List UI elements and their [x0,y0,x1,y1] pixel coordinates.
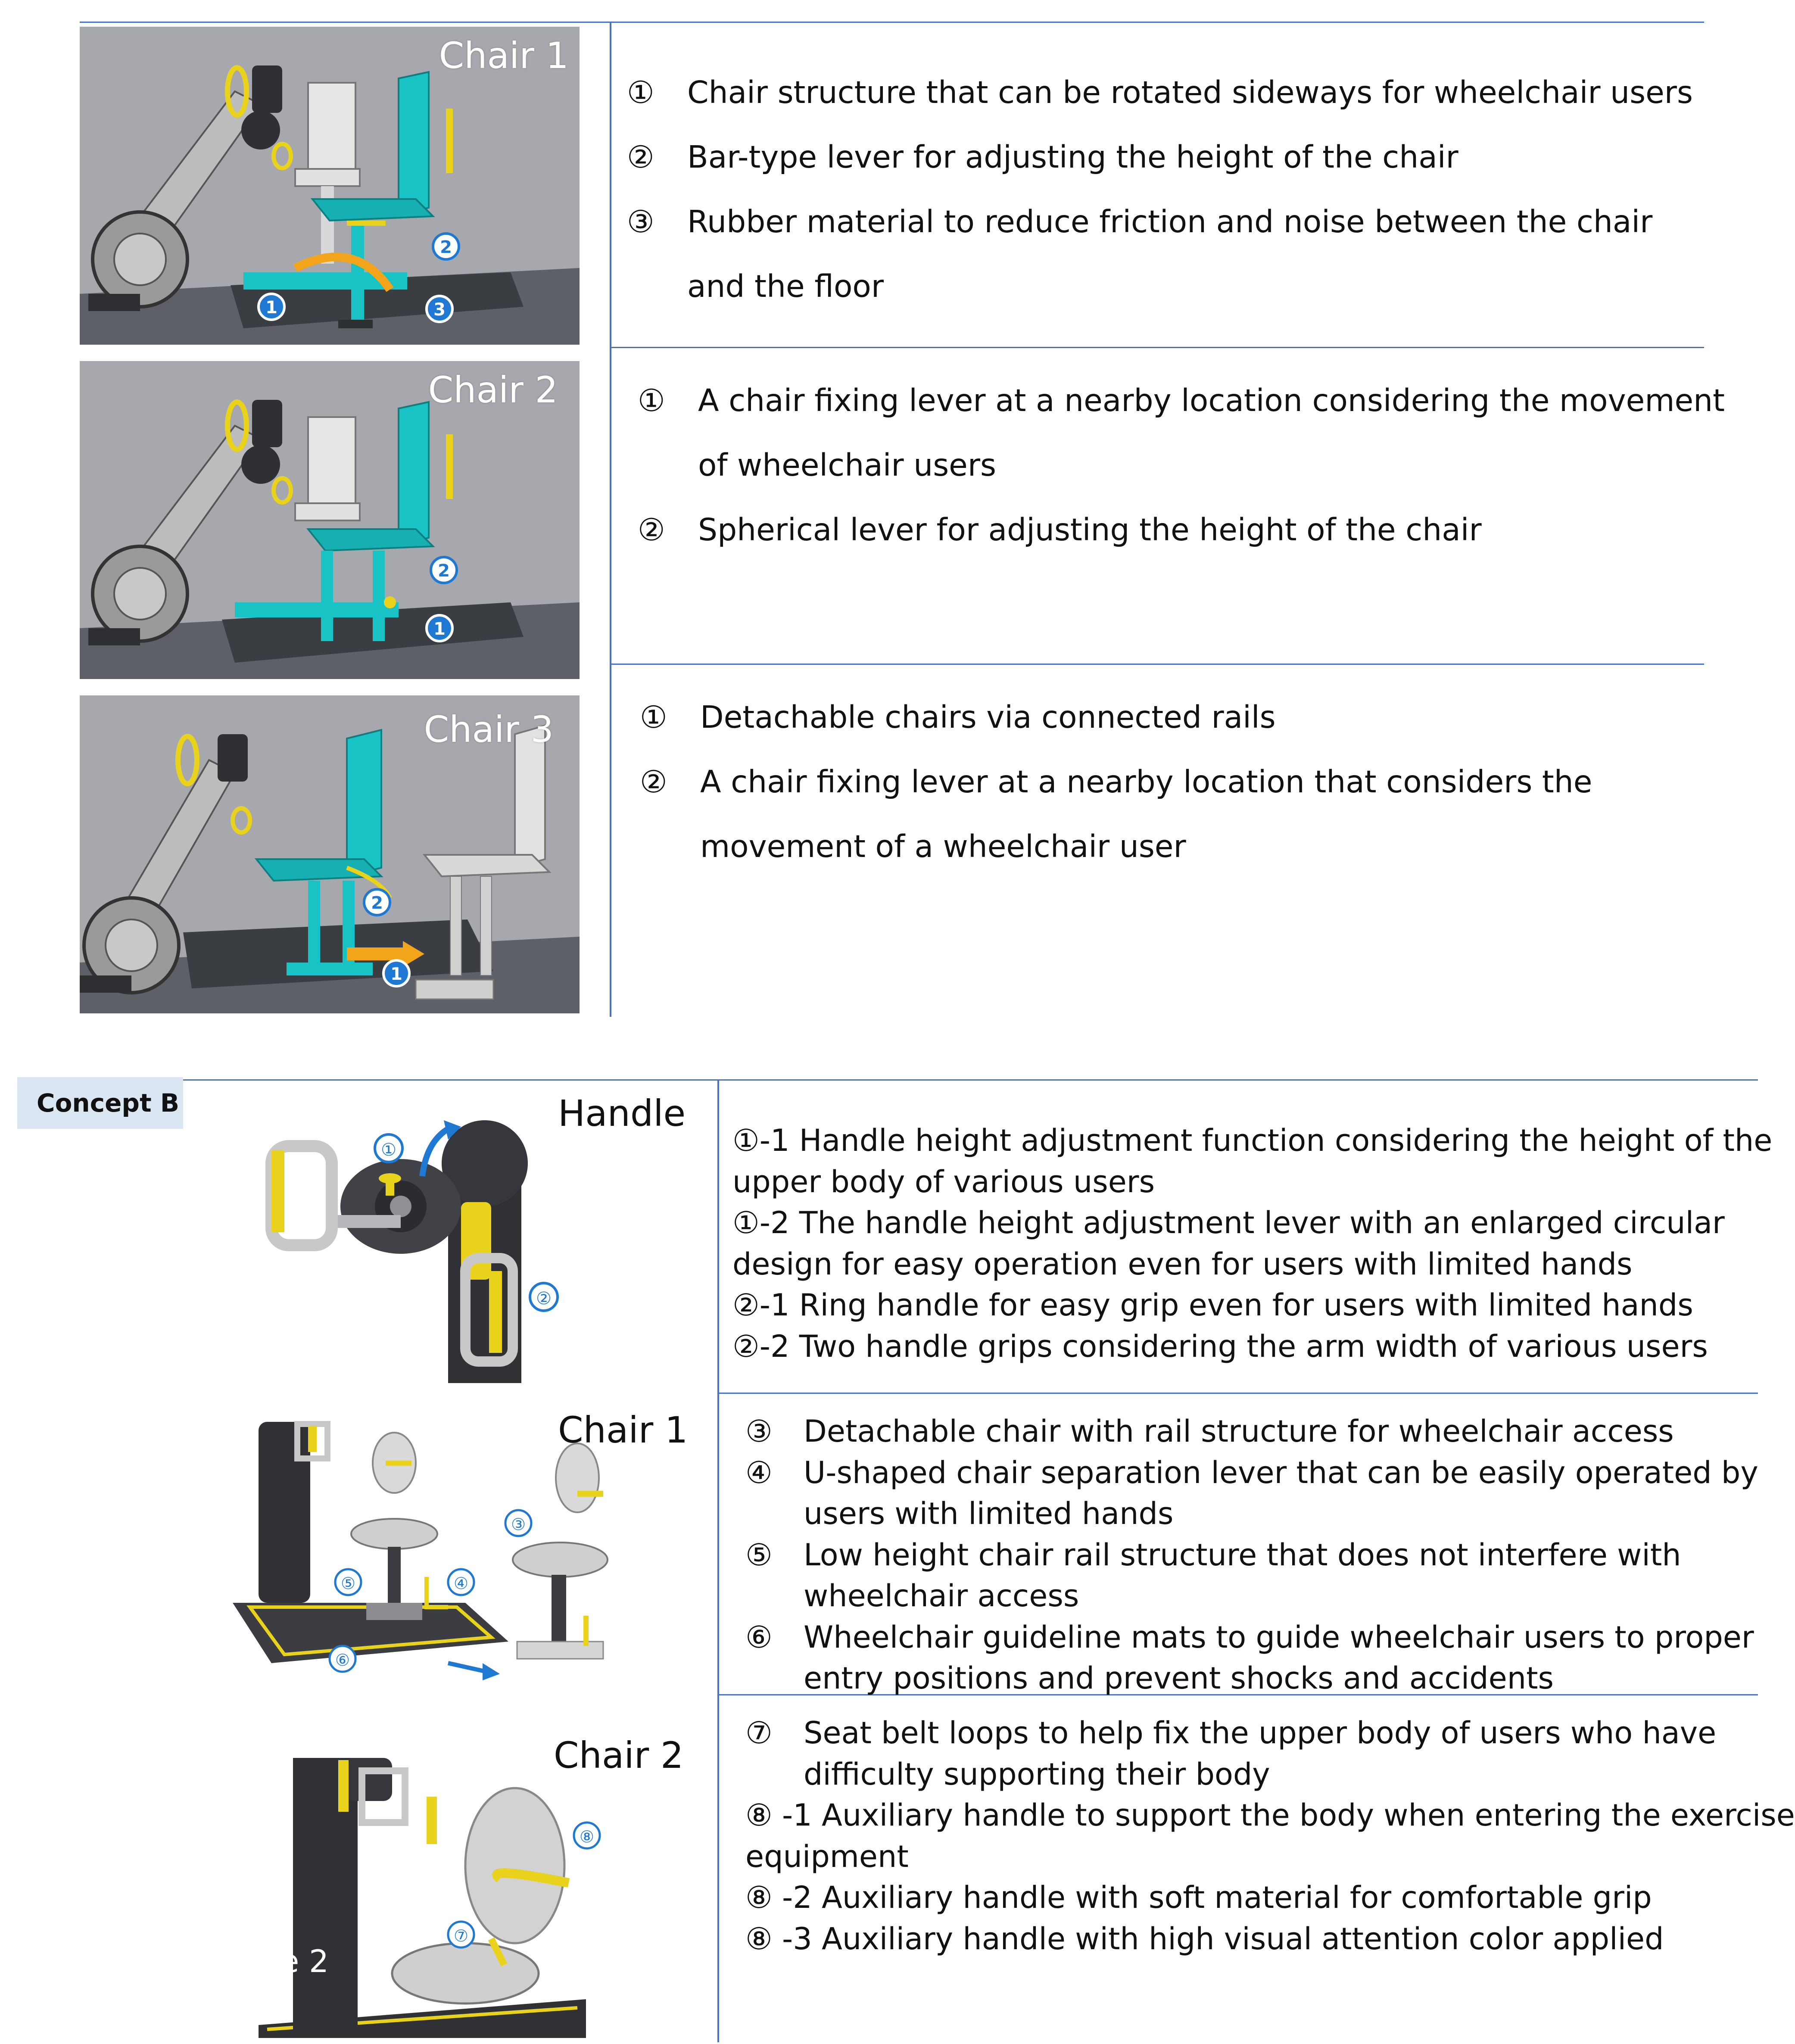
concept-b-rule-1 [717,1393,1758,1394]
render1-callout-3: 3 [433,300,446,320]
panel-rule-1 [610,347,1704,348]
chair2-item-7-cont: difficulty supporting their body [804,1756,1270,1792]
chair2-item-8-2: ⑧ -2 Auxiliary handle with soft material… [745,1880,1652,1915]
concept-a-divider [610,22,611,1017]
chair1-callout-6: ⑥ [335,1651,350,1670]
handle-illustration: ① ② [259,1107,569,1383]
handle-line-6: ②-2 Two handle grips considering the arm… [732,1328,1708,1364]
handle-line-2: upper body of various users [732,1164,1155,1200]
handle-line-4: design for easy operation even for users… [732,1246,1633,1282]
render1-callout-2: 2 [440,237,452,257]
chair-1-item-3-cont: and the floor [687,268,884,304]
handle-callout-1: ① [381,1140,396,1160]
chair-3-illustration: 2 1 [80,724,580,1013]
chair2-callout-8: ⑧ [580,1827,594,1846]
chair1-item-5-cont: wheelchair access [804,1578,1079,1614]
handle-heading: Handle [558,1092,686,1134]
concept-b-divider [717,1079,719,2042]
concept-b-rule-2 [717,1694,1758,1695]
handle-callout-2: ② [536,1289,552,1309]
chair-2-illustration: 2 1 [80,399,580,679]
chair2-item-8-1-cont: equipment [745,1838,909,1874]
chair-3-render: 2 1 Chair 3 [80,695,580,1013]
handle-description: ①-1 Handle height adjustment function co… [732,1120,1772,1367]
render2-callout-2: 2 [438,561,450,581]
top-rule [80,22,1704,23]
chair1-callout-4: ④ [454,1574,468,1593]
concept-b-chair-2-heading: Chair 2 [554,1734,684,1776]
render-callout-group: 1 2 3 [257,232,460,323]
chair-2-overlay-text: e 2 [280,1943,329,1979]
concept-b-top-rule [183,1079,1758,1081]
chair-2-item-1-cont: of wheelchair users [698,447,997,483]
chair-1-render: 1 2 3 Chair 1 [80,27,580,345]
chair1-item-4-cont: users with limited hands [804,1496,1174,1531]
render2-callout-group: 2 1 [425,556,458,642]
concept-b-chair-1-illustration: ③ ④ ⑤ ⑥ [224,1421,620,1689]
render3-callout-group: 2 1 [363,888,411,988]
render3-callout-2: 2 [371,893,383,913]
render1-callout-1: 1 [265,298,277,318]
handle-line-1: ①-1 Handle height adjustment function co… [732,1123,1773,1158]
chair-2-render: 2 1 Chair 2 [80,361,580,679]
chair-3-item-2-cont: movement of a wheelchair user [700,829,1186,864]
chair-1-illustration: 1 2 3 [80,65,580,345]
chair2-callout-7: ⑦ [454,1926,468,1945]
render2-callout-1: 1 [433,619,446,639]
chair-1-tag: Chair 1 [439,34,569,77]
render3-callout-1: 1 [390,964,402,984]
chair1-item-6-cont: entry positions and prevent shocks and a… [804,1661,1554,1696]
chair-3-tag: Chair 3 [424,708,554,751]
concept-b-label: Concept B [17,1077,183,1129]
chair1-callout-3: ③ [511,1515,526,1534]
chair2-item-8-3: ⑧ -3 Auxiliary handle with high visual a… [745,1921,1664,1957]
handle-line-3: ①-2 The handle height adjustment lever w… [732,1205,1725,1240]
panel-rule-2 [610,664,1704,665]
chair1-callout-5: ⑤ [341,1574,355,1593]
chair2-item-8-1: ⑧ -1 Auxiliary handle to support the bod… [745,1798,1795,1833]
chair-2-tag: Chair 2 [428,369,558,411]
handle-line-5: ②-1 Ring handle for easy grip even for u… [732,1287,1693,1323]
concept-b-chair-2-illustration: ⑧ ⑦ e 2 [259,1758,601,2038]
